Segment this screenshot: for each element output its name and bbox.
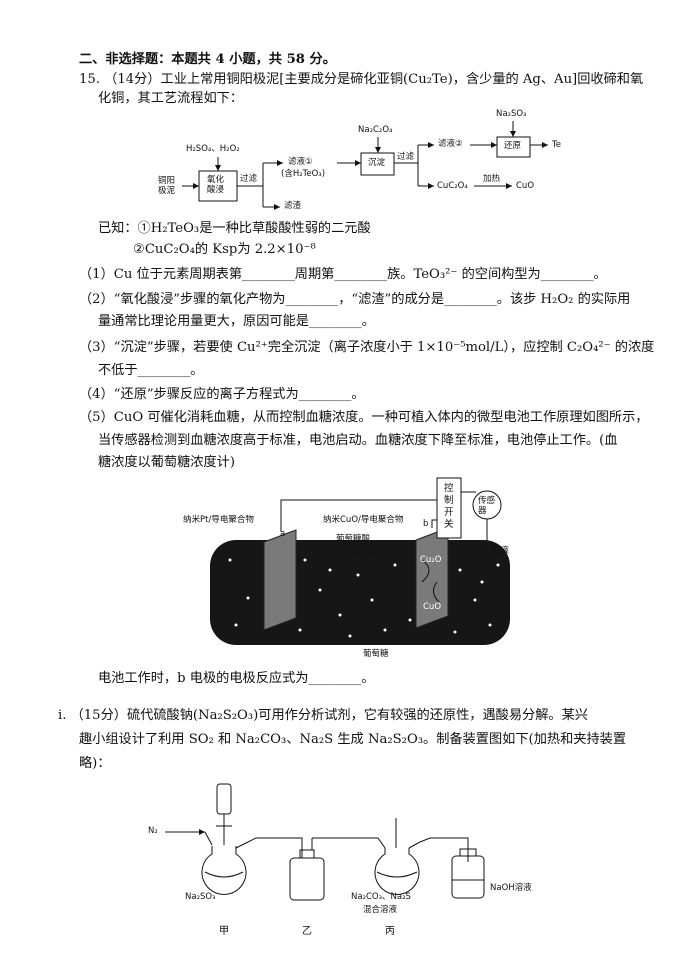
sub-question-4: （4）“还原”步骤反应的离子方程式为________。 bbox=[79, 387, 365, 402]
blood-dots bbox=[228, 558, 500, 638]
heat-label: 加热 bbox=[483, 174, 501, 184]
bottle-naoh bbox=[451, 855, 485, 899]
electrode-a bbox=[263, 529, 297, 631]
q16-line1: i. （15分）硫代硫酸钠(Na₂S₂O₃)可用作分析试剂，它有较强的还原性，遇… bbox=[58, 708, 588, 723]
flask3-reagent-b: 混合溶液 bbox=[363, 905, 398, 915]
known-2: ②CuC₂O₄的 Ksp为 2.2×10⁻⁸ bbox=[133, 242, 316, 257]
box3-label: 还原 bbox=[504, 141, 522, 151]
q15-line1: 15. （14分）工业上常用铜阳极泥[主要成分是碲化亚铜(Cu₂Te)，含少量的… bbox=[79, 72, 644, 87]
label-bing: 丙 bbox=[385, 926, 395, 937]
known-1: 已知：①H₂TeO₃是一种比草酸酸性弱的二元酸 bbox=[98, 221, 371, 236]
filtrate1-label: 滤液① bbox=[288, 157, 313, 167]
flask-bing bbox=[374, 848, 420, 895]
reagent-na2c2o4: Na₂C₂O₄ bbox=[358, 125, 393, 135]
cuc2o4-label: CuC₂O₄ bbox=[437, 181, 468, 191]
gluconic-acid-label: 葡萄糖酸 bbox=[336, 534, 371, 544]
sub-question-2a: （2）“氧化酸浸”步骤的氧化产物为________，“滤渣”的成分是______… bbox=[79, 292, 631, 307]
q16-line3: 略)： bbox=[79, 756, 111, 771]
residue-label: 滤渣 bbox=[284, 201, 302, 211]
filter2-label: 过滤 bbox=[397, 152, 415, 162]
n2-label: N₂ bbox=[148, 826, 158, 836]
funnel-body bbox=[216, 783, 232, 815]
gluconic-acid-formula: (C₆H₁₂O₇) bbox=[338, 546, 378, 556]
control-switch-label: 控 制 开 关 bbox=[444, 483, 454, 530]
filtrate1-note: (含H₂TeO₃) bbox=[281, 169, 326, 179]
filtrate2-label: 滤液② bbox=[438, 139, 463, 149]
electrode-b-label: b bbox=[423, 519, 429, 529]
flask3-reagent-a: Na₂CO₃、Na₂S bbox=[351, 892, 411, 902]
flask-jia bbox=[201, 846, 247, 895]
sensor-label: 传感 器 bbox=[478, 496, 496, 516]
bottle-yi bbox=[289, 857, 325, 901]
section-header: 二、非选择题：本题共 4 小题，共 58 分。 bbox=[79, 52, 336, 67]
left-electrode-label: 纳米Pt/导电聚合物 bbox=[183, 515, 254, 525]
sub-question-2b: 量通常比理论用量更大，原因可能是________。 bbox=[98, 314, 375, 329]
product-cuo: CuO bbox=[516, 181, 535, 191]
box2-label: 沉淀 bbox=[368, 158, 386, 168]
filter1-label: 过滤 bbox=[240, 174, 258, 184]
product-te: Te bbox=[552, 140, 561, 150]
q16-line2: 趣小组设计了利用 SO₂ 和 Na₂CO₃、Na₂S 生成 Na₂S₂O₃。制备… bbox=[79, 732, 627, 747]
blood-label: 血液 bbox=[492, 546, 510, 556]
right-electrode-label: 纳米CuO/导电聚合物 bbox=[323, 515, 404, 525]
electrode-a-label: a bbox=[280, 529, 286, 539]
cuo-label: CuO bbox=[423, 602, 442, 612]
naoh-label: NaOH溶液 bbox=[490, 883, 532, 893]
sub-question-5a: （5）CuO 可催化消耗血糖，从而控制血糖浓度。一种可植入体内的微型电池工作原理… bbox=[79, 410, 649, 425]
label-jia: 甲 bbox=[219, 926, 229, 937]
flask1-reagent: Na₂SO₃ bbox=[185, 892, 216, 902]
sub-question-3a: （3）“沉淀”步骤，若要使 Cu²⁺完全沉淀（离子浓度小于 1×10⁻⁵mol/… bbox=[79, 340, 655, 355]
box1-label: 氧化 酸浸 bbox=[207, 175, 225, 196]
sub-question-5d: 电池工作时，b 电极的电极反应式为________。 bbox=[98, 671, 375, 686]
sub-question-3b: 不低于________。 bbox=[98, 363, 204, 378]
cu2o-label: Cu₂O bbox=[420, 555, 442, 565]
sub-question-5c: 糖浓度以葡萄糖浓度计) bbox=[98, 455, 236, 470]
sub-question-5b: 当传感器检测到血糖浓度高于标准，电池启动。血糖浓度下降至标准，电池停止工作。(血 bbox=[98, 433, 618, 448]
q15-line2: 化铜，其工艺流程如下： bbox=[98, 91, 244, 106]
label-yi: 乙 bbox=[302, 926, 312, 937]
reagent-na2so3: Na₂SO₃ bbox=[496, 109, 527, 119]
reagent-h2so4-h2o2: H₂SO₄、H₂O₂ bbox=[186, 144, 240, 154]
start-copper-anode-mud: 铜阳 极泥 bbox=[158, 176, 176, 196]
glucose-label: 葡萄糖 bbox=[363, 649, 389, 659]
sub-question-1: （1）Cu 位于元素周期表第________周期第________族。TeO₃²… bbox=[79, 267, 607, 282]
